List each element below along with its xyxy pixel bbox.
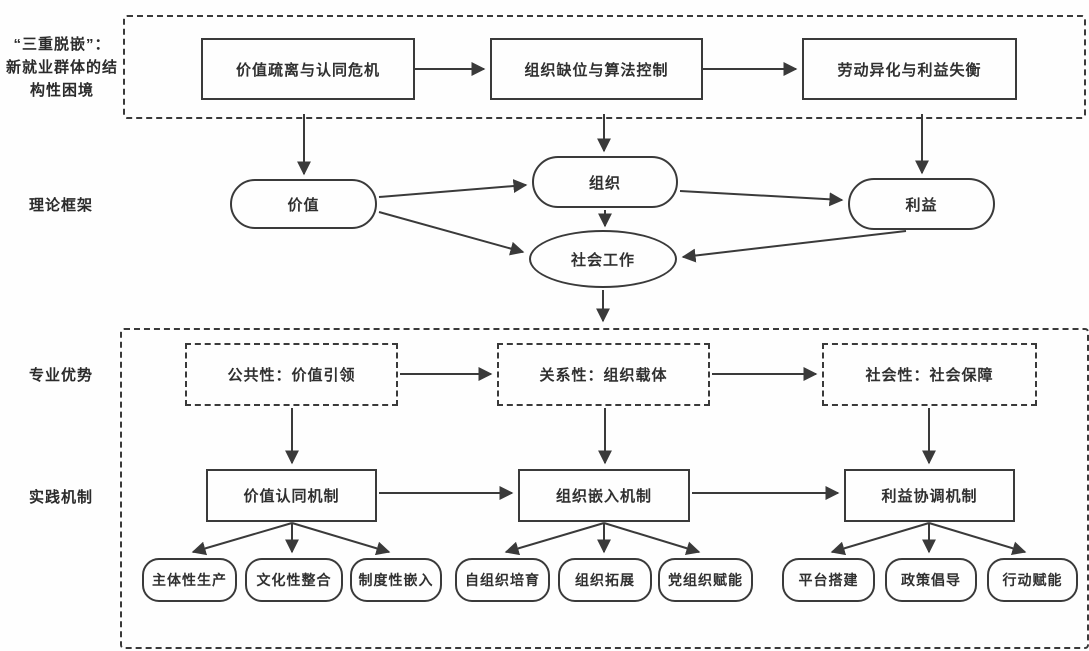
mechanism-box-organization-embedding: 组织嵌入机制 (518, 469, 690, 522)
leaf-policy-advocacy: 政策倡导 (885, 558, 977, 602)
side-label-theory: 理论框架 (28, 197, 93, 214)
side-label-dilemma: “三重脱嵌”： 新就业群体的结 构性困境 (6, 36, 119, 99)
theory-node-interest: 利益 (848, 178, 995, 230)
advantage-box-relationality: 关系性：组织载体 (497, 343, 710, 406)
leaf-self-organization-cultivation: 自组织培育 (455, 558, 550, 602)
advantage-box-sociality: 社会性：社会保障 (822, 343, 1037, 406)
theory-node-organization: 组织 (532, 156, 678, 208)
leaf-organization-expansion: 组织拓展 (558, 558, 652, 602)
dilemma-box-value-alienation: 价值疏离与认同危机 (201, 38, 415, 100)
theory-node-value: 价值 (230, 179, 377, 229)
mechanism-box-interest-coordination: 利益协调机制 (844, 469, 1015, 522)
advantage-box-publicness: 公共性：价值引领 (185, 343, 398, 406)
dilemma-box-labor-alienation: 劳动异化与利益失衡 (802, 38, 1017, 100)
theory-node-social-work: 社会工作 (529, 230, 677, 288)
leaf-subjectivity-production: 主体性生产 (142, 558, 237, 602)
side-label-advantage: 专业优势 (28, 367, 93, 384)
mechanism-box-value-identity: 价值认同机制 (206, 469, 377, 522)
practice-group-container (120, 328, 1089, 649)
leaf-action-empowerment: 行动赋能 (987, 558, 1078, 602)
dilemma-box-organization-absence: 组织缺位与算法控制 (490, 38, 703, 100)
leaf-party-organization-empowerment: 党组织赋能 (658, 558, 753, 602)
leaf-institutional-embedding: 制度性嵌入 (350, 558, 442, 602)
side-label-practice: 实践机制 (28, 489, 93, 506)
arrow-lines (191, 62, 1027, 556)
leaf-cultural-integration: 文化性整合 (245, 558, 343, 602)
leaf-platform-building: 平台搭建 (782, 558, 875, 602)
